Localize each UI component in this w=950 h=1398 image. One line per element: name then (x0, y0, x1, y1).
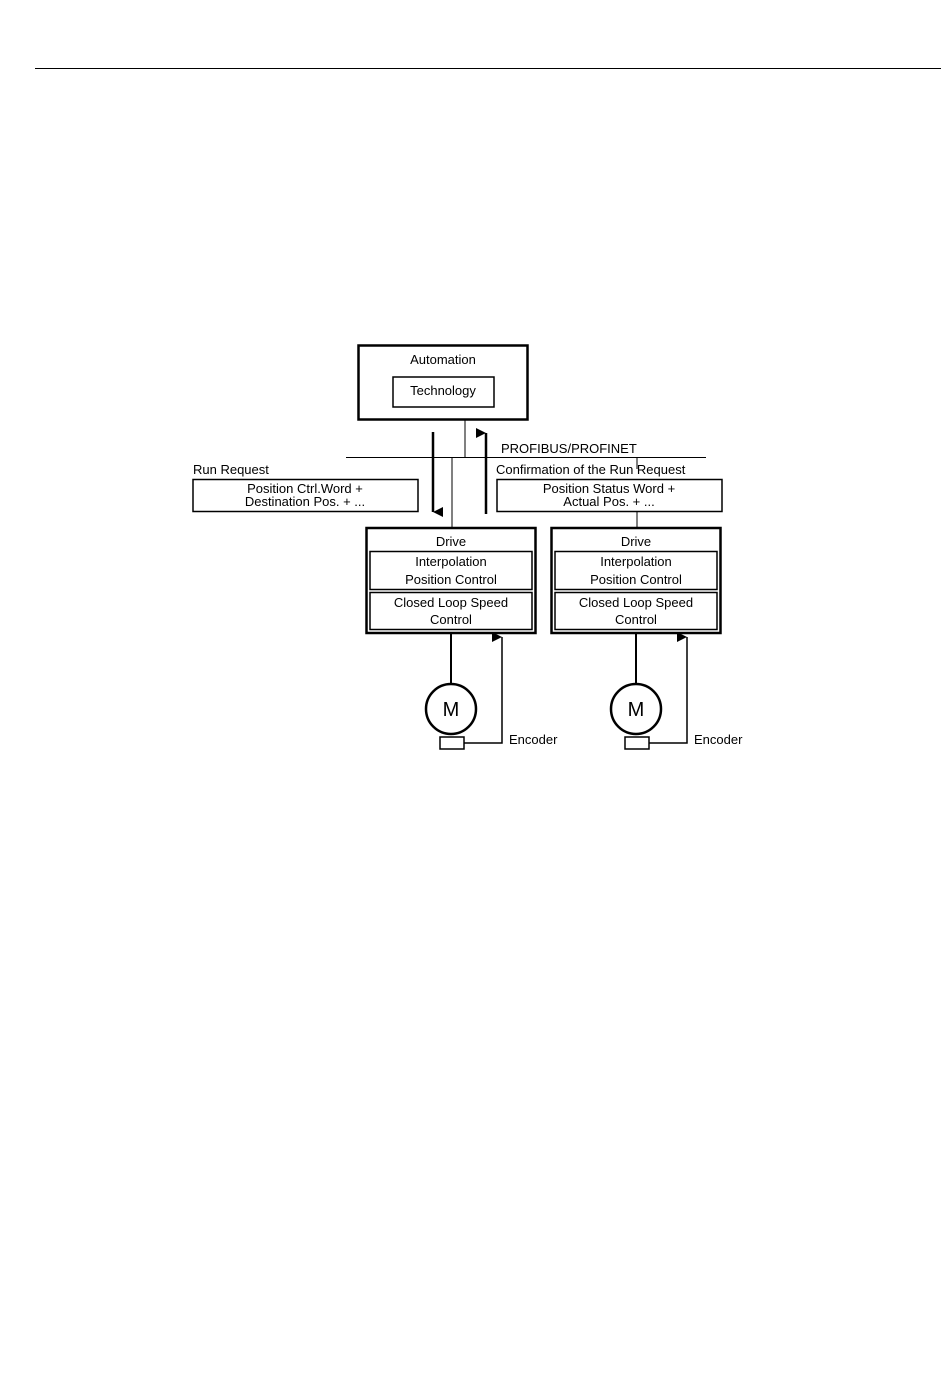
run-request-label: Run Request (193, 462, 269, 477)
interpolation-line1: Interpolation (415, 554, 487, 569)
encoder-feedback-line (464, 632, 503, 744)
motor-assembly-2: M Encoder (609, 632, 743, 750)
encoder-label: Encoder (509, 732, 558, 747)
motor-label: M (628, 699, 645, 721)
encoder-feedback-line (649, 632, 688, 744)
run-request-line2: Destination Pos. + ... (245, 494, 365, 509)
interpolation-box (369, 550, 533, 591)
drive-title: Drive (621, 534, 651, 549)
header-rule (35, 68, 941, 69)
confirmation-label: Confirmation of the Run Request (496, 462, 686, 477)
interpolation-line1: Interpolation (600, 554, 672, 569)
speed-control-line2: Control (430, 612, 472, 627)
speed-control-line1: Closed Loop Speed (579, 595, 693, 610)
drive-block-2: Drive Interpolation Position Control Clo… (550, 526, 722, 635)
run-request-line1: Position Ctrl.Word + (247, 481, 363, 496)
confirmation-line1: Position Status Word + (543, 481, 675, 496)
encoder-box (439, 736, 465, 750)
technology-label: Technology (410, 383, 476, 398)
encoder-box (624, 736, 650, 750)
confirmation-line2: Actual Pos. + ... (563, 494, 654, 509)
interpolation-line2: Position Control (590, 572, 682, 587)
run-request-box (192, 478, 419, 513)
speed-control-line2: Control (615, 612, 657, 627)
drive-block-1: Drive Interpolation Position Control Clo… (365, 526, 537, 635)
motor-circle (609, 682, 663, 736)
speed-control-line1: Closed Loop Speed (394, 595, 508, 610)
motor-circle (424, 682, 478, 736)
encoder-label: Encoder (694, 732, 743, 747)
interpolation-box (554, 550, 718, 591)
technology-box (392, 376, 495, 408)
speed-control-box (554, 591, 718, 631)
confirmation-box (496, 478, 723, 513)
motor-label: M (443, 699, 460, 721)
drive-title: Drive (436, 534, 466, 549)
automation-box: Automation Technology (357, 344, 529, 421)
speed-control-box (369, 591, 533, 631)
motor-assembly-1: M Encoder (424, 632, 558, 750)
automation-title: Automation (410, 352, 476, 367)
interpolation-line2: Position Control (405, 572, 497, 587)
bus-label: PROFIBUS/PROFINET (501, 441, 637, 456)
